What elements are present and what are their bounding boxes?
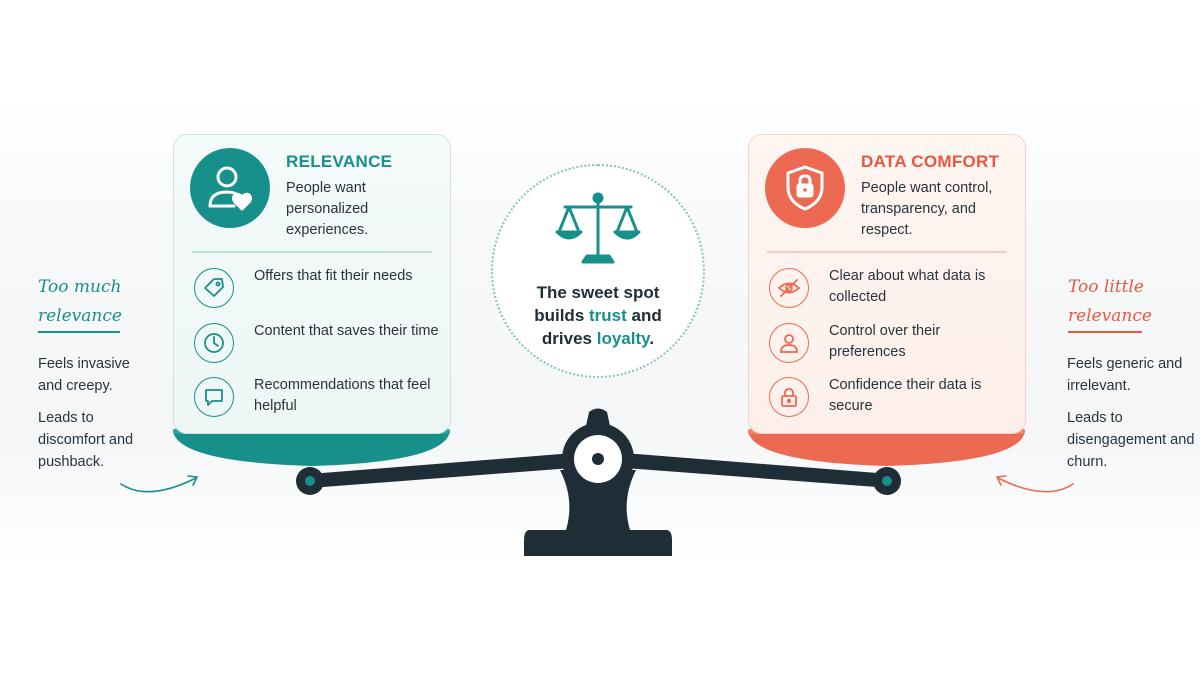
- data-comfort-feature-clear: Clear about what data is collected: [767, 266, 1017, 312]
- trust-highlight: trust: [589, 306, 627, 325]
- clock-icon: [194, 323, 234, 363]
- feature-text: Recommendations that feel helpful: [254, 377, 431, 414]
- data-comfort-title: DATA COMFORT: [861, 152, 1000, 171]
- relevance-feature-recommendations: Recommendations that feel helpful: [192, 375, 442, 421]
- right-pan: [748, 431, 1025, 466]
- feature-text: Offers that fit their needs: [254, 268, 413, 284]
- feature-text: Clear about what data is collected: [829, 268, 986, 305]
- relevance-feature-offers: Offers that fit their needs: [192, 266, 442, 312]
- relevance-description: People want personalized experiences.: [286, 180, 369, 238]
- tag-icon: [194, 268, 234, 308]
- sweet-spot-text: The sweet spot builds trust and drives l…: [505, 281, 691, 350]
- curved-arrow-icon: [120, 475, 199, 493]
- too-little-consequence: Leads to disengagement and churn.: [1067, 410, 1195, 470]
- person-heart-icon: [190, 148, 270, 228]
- lock-icon: [769, 377, 809, 417]
- relevance-card: RELEVANCE People want personalized exper…: [173, 134, 451, 434]
- data-comfort-feature-control: Control over their preferences: [767, 321, 1017, 367]
- too-much-relevance-title: Too much relevance: [38, 273, 122, 331]
- chat-bubble-icon: [194, 377, 234, 417]
- side-title-line: relevance: [38, 306, 122, 326]
- curved-arrow-icon: [995, 475, 1074, 493]
- too-much-effect: Feels invasive and creepy.: [38, 356, 130, 394]
- center-word: and: [631, 306, 662, 325]
- center-period: .: [649, 329, 655, 348]
- side-title-line: Too much: [38, 277, 122, 297]
- too-little-effect: Feels generic and irrelevant.: [1067, 356, 1183, 394]
- side-title-line: Too little: [1068, 277, 1144, 297]
- scales-icon: [555, 192, 641, 264]
- feature-text: Confidence their data is secure: [829, 377, 982, 414]
- underline: [1068, 331, 1142, 333]
- underline: [38, 331, 120, 333]
- shield-lock-icon: [765, 148, 845, 228]
- loyalty-highlight: loyalty: [596, 329, 650, 348]
- data-comfort-description: People want control, transparency, and r…: [861, 180, 993, 238]
- scale-base: [524, 470, 672, 556]
- feature-text: Control over their preferences: [829, 323, 941, 360]
- left-pan: [173, 431, 450, 466]
- center-word: drives: [541, 329, 593, 348]
- data-comfort-feature-secure: Confidence their data is secure: [767, 375, 1017, 421]
- feature-text: Content that saves their time: [254, 323, 439, 339]
- relevance-feature-content: Content that saves their time: [192, 321, 442, 367]
- eye-off-icon: [769, 268, 809, 308]
- too-little-relevance-title: Too little relevance: [1068, 273, 1152, 331]
- relevance-title: RELEVANCE: [286, 152, 393, 171]
- side-title-line: relevance: [1068, 306, 1152, 326]
- too-much-consequence: Leads to discomfort and pushback.: [38, 410, 134, 470]
- data-comfort-card: DATA COMFORT People want control, transp…: [748, 134, 1026, 434]
- divider: [192, 251, 432, 253]
- person-icon: [769, 323, 809, 363]
- center-line-1: The sweet spot: [536, 283, 660, 302]
- center-word: builds: [534, 306, 585, 325]
- divider: [767, 251, 1007, 253]
